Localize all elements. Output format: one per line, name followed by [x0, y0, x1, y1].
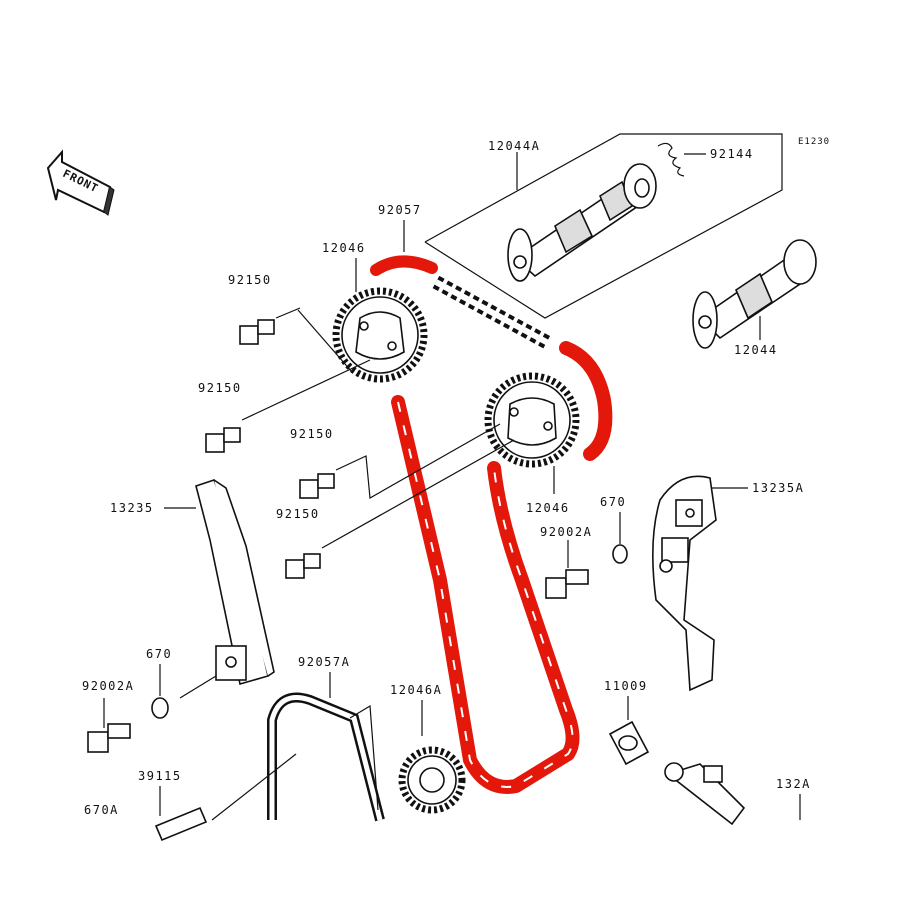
camshaft-group-box: 12044A	[424, 133, 783, 319]
spring-92144: 92144	[657, 142, 754, 177]
diagram-code: E1230	[798, 137, 830, 147]
label-13235A: 13235A	[752, 481, 804, 495]
label-12044: 12044	[734, 343, 778, 357]
label-670-right: 670	[600, 495, 626, 509]
sprocket-12046-middle: 12046	[484, 372, 580, 515]
part-132A: 132A	[664, 762, 811, 826]
o-ring-670-right: 670	[600, 495, 628, 564]
label-92002A-right: 92002A	[540, 525, 592, 539]
label-12044A: 12044A	[488, 139, 540, 153]
bolt-92150-d: 92150	[276, 439, 515, 579]
label-92002A-left: 92002A	[82, 679, 134, 693]
label-12046-middle: 12046	[526, 501, 570, 515]
chain-guide-13235: 13235	[110, 479, 275, 686]
label-92150-a: 92150	[228, 273, 272, 287]
label-92057A: 92057A	[298, 655, 350, 669]
bolt-92150-a: 92150	[228, 273, 353, 373]
label-12046A: 12046A	[390, 683, 442, 697]
camshaft-12044: 12044	[692, 239, 817, 357]
bolt-92150-b: 92150	[198, 359, 371, 453]
label-92150-d: 92150	[276, 507, 320, 521]
cam-chain-highlight	[370, 255, 613, 794]
label-92150-b: 92150	[198, 381, 242, 395]
label-132A: 132A	[776, 777, 811, 791]
shaft-39115: 39115 670A	[84, 769, 208, 842]
camshaft-12044A	[507, 163, 657, 282]
label-11009: 11009	[604, 679, 648, 693]
gasket-11009: 11009	[604, 679, 650, 766]
cam-chain-top-links	[432, 275, 554, 351]
bolt-92150-c: 92150	[290, 423, 501, 499]
sprocket-12046-upper: 12046	[322, 241, 428, 383]
label-92057: 92057	[378, 203, 422, 217]
bolt-92002A-left: 92002A	[82, 679, 134, 753]
bolt-92002A-right: 92002A	[540, 525, 592, 599]
label-39115: 39115	[138, 769, 182, 783]
label-92150-c: 92150	[290, 427, 334, 441]
label-92144: 92144	[710, 147, 754, 161]
label-13235: 13235	[110, 501, 154, 515]
chain-tensioner-13235A: 13235A	[652, 475, 804, 692]
sprocket-12046A: 12046A	[390, 683, 466, 814]
o-ring-670-left: 670	[146, 647, 217, 719]
front-arrow-icon: FRONT	[46, 149, 115, 216]
label-670-left: 670	[146, 647, 172, 661]
label-12046-upper: 12046	[322, 241, 366, 255]
label-670A: 670A	[84, 803, 119, 817]
chain-92057A: 92057A	[211, 655, 385, 822]
